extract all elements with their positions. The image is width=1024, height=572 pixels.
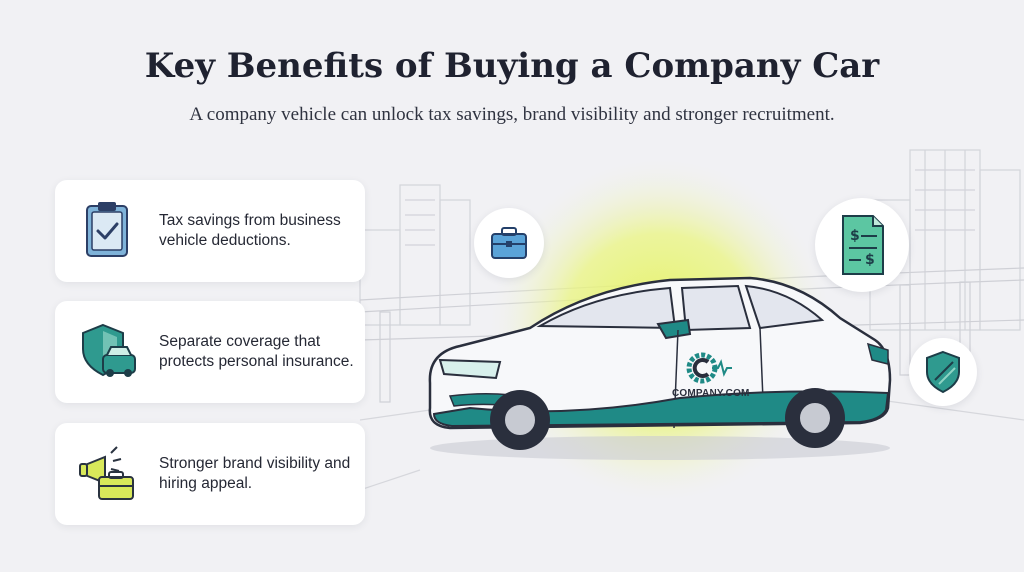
benefit-text: Stronger brand visibility and hiring app… xyxy=(159,455,351,492)
shield-icon xyxy=(926,350,960,394)
benefit-card-brand: Stronger brand visibility and hiring app… xyxy=(55,423,365,525)
city-skyline xyxy=(359,149,1021,331)
tax-document-icon: $ $ xyxy=(842,215,884,275)
megaphone-briefcase-icon xyxy=(79,446,134,500)
shield-car-icon xyxy=(82,323,136,377)
page-subtitle: A company vehicle can unlock tax savings… xyxy=(189,104,835,125)
benefit-card-coverage: Separate coverage that protects personal… xyxy=(55,301,365,403)
car-logo-text: COMPANY.COM xyxy=(672,388,750,399)
tax-document-bubble: $ $ xyxy=(815,198,909,292)
svg-text:$: $ xyxy=(865,252,875,268)
gear-c-icon xyxy=(686,352,732,384)
briefcase-icon xyxy=(491,227,527,259)
briefcase-bubble xyxy=(474,208,544,278)
svg-text:$: $ xyxy=(850,228,860,244)
benefit-text: Separate coverage that protects personal… xyxy=(159,333,354,370)
clipboard-check-icon xyxy=(86,202,128,257)
benefit-card-tax: Tax savings from business vehicle deduct… xyxy=(55,180,365,282)
benefit-text: Tax savings from business vehicle deduct… xyxy=(159,212,341,249)
shield-bubble xyxy=(909,338,977,406)
company-car xyxy=(428,276,892,460)
page-title: Key Benefits of Buying a Company Car xyxy=(144,46,880,86)
